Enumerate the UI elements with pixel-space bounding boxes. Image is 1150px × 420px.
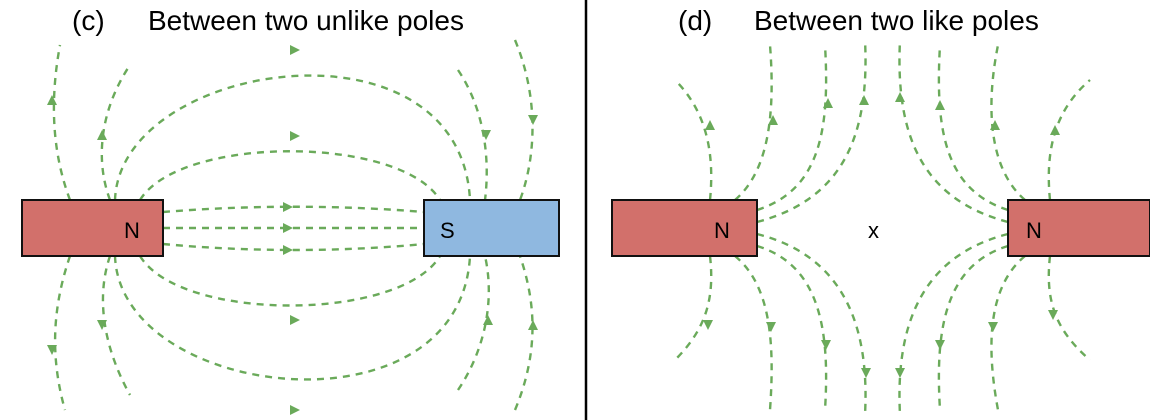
field-line <box>990 44 1026 201</box>
arrow <box>283 245 293 255</box>
field-line <box>674 79 713 201</box>
pole-label-c-south: S <box>440 218 455 243</box>
arrow <box>47 345 57 355</box>
field-line <box>1047 79 1091 201</box>
field-line <box>990 255 1026 411</box>
panel-d-title: Between two like poles <box>754 5 1039 36</box>
pole-label-d-right: N <box>1026 218 1042 243</box>
arrow <box>895 92 905 102</box>
field-line <box>162 242 425 252</box>
arrow <box>935 340 945 350</box>
field-line <box>756 39 867 224</box>
arrow <box>895 368 905 378</box>
arrow <box>483 315 493 325</box>
arrow <box>703 320 713 330</box>
arrow <box>290 45 300 55</box>
arrow <box>47 95 57 105</box>
arrow <box>290 405 300 415</box>
arrow <box>766 322 776 332</box>
field-line <box>734 44 773 201</box>
field-line <box>52 44 72 201</box>
arrow <box>283 202 293 212</box>
field-line <box>756 44 828 212</box>
magnet-d-left-north <box>611 199 758 257</box>
field-line <box>138 255 442 307</box>
field-line <box>756 232 867 416</box>
arrow <box>861 368 871 378</box>
panel-c-label: (c) <box>72 5 105 36</box>
pole-label-d-left: N <box>714 218 730 243</box>
field-line <box>100 64 131 201</box>
field-lines-c <box>47 39 538 415</box>
arrow <box>481 130 491 140</box>
arrow <box>97 320 107 330</box>
arrow <box>528 320 538 330</box>
panel-c: (c) Between two unlike poles <box>21 5 560 415</box>
magnet-c-north <box>21 199 164 257</box>
arrow <box>988 322 998 332</box>
arrow <box>705 120 715 130</box>
field-line <box>113 255 472 381</box>
field-line <box>674 255 713 361</box>
field-line <box>898 39 1009 224</box>
field-line <box>513 255 534 411</box>
arrow <box>528 115 538 125</box>
magnet-d-right-north <box>1007 199 1150 257</box>
field-line <box>53 255 72 411</box>
field-line <box>138 150 442 201</box>
field-line <box>113 74 472 201</box>
field-line <box>898 232 1009 416</box>
arrow <box>823 98 833 108</box>
arrow <box>97 130 107 140</box>
arrow <box>859 95 869 105</box>
arrow <box>935 100 945 110</box>
field-line <box>162 205 425 214</box>
arrow <box>990 120 1000 130</box>
arrow <box>290 131 300 141</box>
arrow <box>290 315 300 325</box>
arrow <box>1050 125 1060 135</box>
field-line <box>756 244 828 411</box>
panel-d: (d) Between two like poles <box>611 5 1150 416</box>
neutral-point-label: x <box>868 218 879 243</box>
magnet-c-south <box>423 199 560 257</box>
arrow <box>1048 310 1058 320</box>
field-line <box>513 39 534 201</box>
field-line <box>101 255 132 396</box>
field-line <box>937 244 1009 411</box>
field-line <box>457 69 488 201</box>
arrow <box>283 223 293 233</box>
field-line <box>1047 255 1091 361</box>
panel-c-title: Between two unlike poles <box>148 5 464 36</box>
arrow <box>768 115 778 125</box>
panel-d-label: (d) <box>678 5 712 36</box>
arrow <box>821 340 831 350</box>
field-lines-d <box>674 39 1091 416</box>
pole-label-c-north: N <box>124 218 140 243</box>
field-line <box>734 255 773 411</box>
